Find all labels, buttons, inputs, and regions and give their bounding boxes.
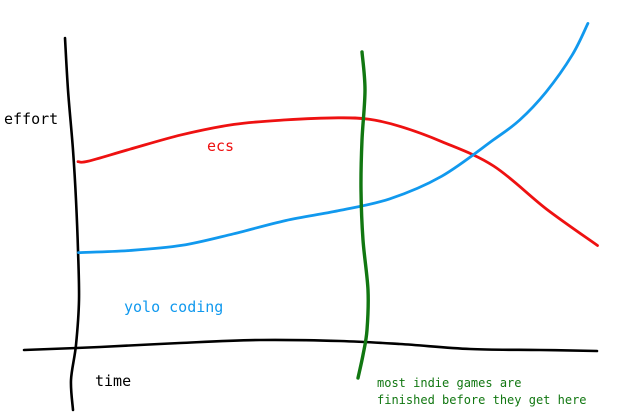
label-layer: effort time ecs yolo coding most indie g… bbox=[4, 110, 587, 407]
series-line-yolo-coding bbox=[77, 22, 590, 254]
annotation-label-line-1: most indie games are bbox=[377, 376, 522, 390]
series-layer bbox=[76, 22, 599, 254]
series-label-yolo-coding: yolo coding bbox=[124, 298, 223, 316]
annotation-line bbox=[356, 50, 370, 380]
annotation-label-line-2: finished before they get here bbox=[377, 393, 587, 407]
series-label-ecs: ecs bbox=[207, 137, 234, 155]
annotation-layer bbox=[356, 50, 370, 380]
x-axis-label: time bbox=[95, 372, 131, 390]
axes-layer bbox=[22, 36, 599, 412]
x-axis-line bbox=[22, 338, 599, 353]
y-axis-line bbox=[63, 36, 81, 412]
y-axis-label: effort bbox=[4, 110, 58, 128]
series-line-ecs bbox=[76, 116, 599, 247]
